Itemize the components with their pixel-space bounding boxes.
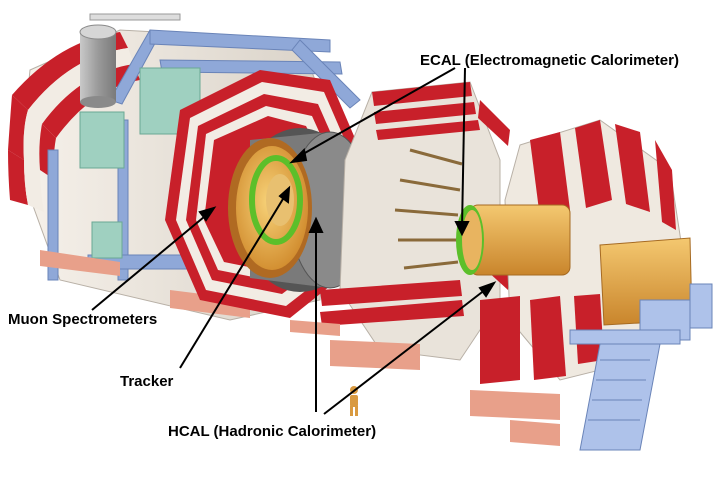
rack-box xyxy=(91,221,123,259)
endcap-spokes xyxy=(394,148,463,270)
right-red-stripes xyxy=(480,120,676,384)
endcap-foot xyxy=(330,340,420,370)
barrel-tracker xyxy=(266,174,294,226)
right-hcal-plug xyxy=(456,204,571,276)
ecal-label: ECAL (Electromagnetic Calorimeter) xyxy=(420,52,679,69)
hcal-label: HCAL (Hadronic Calorimeter) xyxy=(168,423,377,440)
right-endcap xyxy=(456,119,713,451)
ecal-arrow xyxy=(295,67,456,159)
right-foot xyxy=(510,420,560,446)
ecal-arrow xyxy=(461,67,466,229)
tracker-arrow xyxy=(179,193,287,369)
muon-arrow xyxy=(91,211,211,311)
barrel-foot xyxy=(170,290,250,318)
main-barrel xyxy=(8,13,371,321)
tracker-label: Tracker xyxy=(120,373,174,390)
cryo-tank xyxy=(79,24,117,108)
barrel-foot xyxy=(40,250,120,276)
access-platform xyxy=(569,283,713,451)
rack-box xyxy=(79,111,125,169)
callout-arrows xyxy=(91,67,497,415)
right-foot xyxy=(470,390,560,420)
muon-label: Muon Spectrometers xyxy=(8,311,158,328)
hcal-arrow xyxy=(323,285,491,415)
barrel-ecal-ring xyxy=(249,155,303,245)
